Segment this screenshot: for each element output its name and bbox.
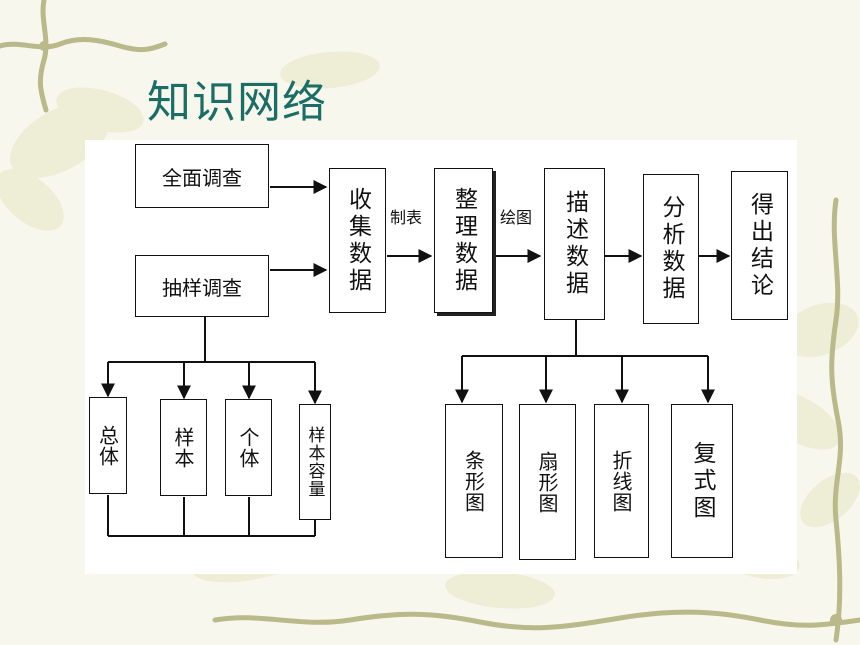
node-line-chart: 折线图: [594, 404, 649, 558]
page-title: 知识网络: [147, 77, 327, 128]
node-conclusion: 得出结论: [731, 171, 788, 320]
node-sample: 样本: [160, 399, 207, 496]
node-analyze-data: 分析数据: [643, 174, 699, 324]
node-bar-chart: 条形图: [445, 404, 503, 558]
node-population: 总体: [89, 397, 127, 494]
node-pie-chart: 扇形图: [519, 404, 576, 560]
label-plot: 绘图: [500, 208, 533, 227]
label-tabulate: 制表: [390, 208, 423, 227]
node-composite-chart: 复式图: [671, 404, 733, 558]
node-full-survey: 全面调查: [135, 144, 269, 208]
node-organize-data: 整理数据: [434, 168, 493, 313]
node-describe-data: 描述数据: [544, 168, 605, 320]
node-sample-survey: 抽样调查: [135, 255, 269, 317]
node-collect-data: 收集数据: [329, 168, 386, 313]
node-sample-size: 样本容量: [299, 404, 331, 520]
node-individual: 个体: [225, 399, 272, 496]
